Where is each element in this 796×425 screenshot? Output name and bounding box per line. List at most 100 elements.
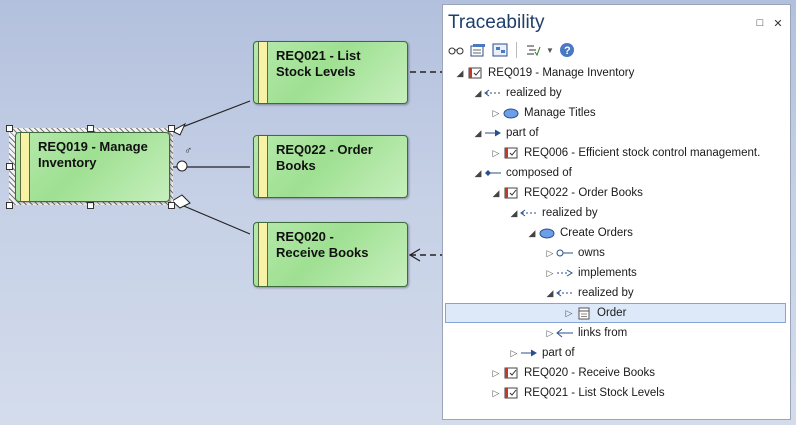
link-arrow-icon [556, 326, 574, 340]
expand-icon[interactable]: ▷ [492, 107, 500, 118]
collapse-icon[interactable]: ◢ [456, 67, 464, 78]
expand-icon[interactable]: ▷ [492, 147, 500, 158]
tree-row-label: realized by [506, 87, 562, 99]
traceability-panel: Traceability □ ✕ ▼ ? ◢ REQ019 - Manage In… [442, 4, 791, 420]
locate-icon[interactable] [491, 41, 509, 59]
tree-row[interactable]: ▷ Order [445, 303, 786, 323]
requirement-title: REQ020 - Receive Books [276, 229, 369, 260]
tree-row[interactable]: ▷ owns [445, 243, 786, 263]
help-icon[interactable]: ? [558, 41, 576, 59]
tree-row-label: Order [597, 307, 627, 319]
requirement-side-bar [258, 136, 268, 197]
owns-arrow-icon [556, 246, 574, 260]
tree-row-label: REQ022 - Order Books [524, 187, 643, 199]
tree-row[interactable]: ▷ REQ021 - List Stock Levels [445, 383, 786, 403]
composition-arrow-icon [484, 166, 502, 180]
tree-row[interactable]: ◢ Create Orders [445, 223, 786, 243]
expand-icon[interactable]: ▷ [546, 267, 554, 278]
panel-toolbar: ▼ ? [447, 39, 787, 61]
close-icon[interactable]: ✕ [773, 18, 783, 30]
expand-icon[interactable]: ▷ [546, 247, 554, 258]
connector-arrowhead [170, 122, 187, 136]
use-case-icon [538, 226, 556, 240]
resize-handle[interactable] [6, 163, 13, 170]
tree-row-label: owns [578, 247, 605, 259]
resize-handle[interactable] [168, 125, 175, 132]
tree-row[interactable]: ◢ realized by [445, 83, 786, 103]
tree-row-label: part of [542, 347, 575, 359]
requirement-icon [502, 146, 520, 160]
tree-row[interactable]: ◢ REQ022 - Order Books [445, 183, 786, 203]
tree-row[interactable]: ◢ part of [445, 123, 786, 143]
expand-icon[interactable]: ▷ [492, 387, 500, 398]
properties-icon[interactable] [469, 41, 487, 59]
resize-handle[interactable] [168, 202, 175, 209]
tree-row[interactable]: ◢ realized by [445, 203, 786, 223]
collapse-icon[interactable]: ◢ [510, 207, 518, 218]
dashed-arrowhead-icon [408, 248, 421, 262]
requirement-side-bar [258, 42, 268, 103]
expand-icon[interactable]: ▷ [510, 347, 518, 358]
connector-req019-req020 [171, 200, 251, 235]
tree-row-label: REQ021 - List Stock Levels [524, 387, 665, 399]
requirement-side-bar [258, 223, 268, 286]
tree-row[interactable]: ▷ links from [445, 323, 786, 343]
requirement-icon [502, 366, 520, 380]
requirement-req021[interactable]: REQ021 - List Stock Levels [253, 41, 408, 104]
implements-arrow-icon [556, 266, 574, 280]
realization-arrow-icon [484, 86, 502, 100]
requirement-req019[interactable]: REQ019 - Manage Inventory [15, 132, 170, 202]
tree-row[interactable]: ▷ implements [445, 263, 786, 283]
tree-row[interactable]: ▷ REQ020 - Receive Books [445, 363, 786, 383]
collapse-icon[interactable]: ◢ [528, 227, 536, 238]
expand-icon[interactable]: ▷ [492, 367, 500, 378]
collapse-icon[interactable]: ◢ [474, 87, 482, 98]
realization-arrow-icon [520, 206, 538, 220]
resize-handle[interactable] [87, 125, 94, 132]
requirement-icon [502, 386, 520, 400]
collapse-icon[interactable]: ◢ [474, 127, 482, 138]
use-case-icon [502, 106, 520, 120]
resize-handle[interactable] [87, 202, 94, 209]
view-options-icon[interactable] [447, 41, 465, 59]
tree-row-label: part of [506, 127, 539, 139]
tree-row-label: Create Orders [560, 227, 633, 239]
filter-icon[interactable] [524, 41, 542, 59]
tree-row-label: REQ019 - Manage Inventory [488, 67, 635, 79]
requirement-title: REQ022 - Order Books [276, 142, 373, 173]
composition-end-icon [176, 160, 188, 172]
tree-row-label: realized by [542, 207, 598, 219]
aggregation-diamond-icon [171, 194, 191, 209]
tree-row-label: Manage Titles [524, 107, 596, 119]
collapse-icon[interactable]: ◢ [474, 167, 482, 178]
expand-icon[interactable]: ▷ [546, 327, 554, 338]
tree-row[interactable]: ◢ realized by [445, 283, 786, 303]
requirement-req020[interactable]: REQ020 - Receive Books [253, 222, 408, 287]
collapse-icon[interactable]: ◢ [546, 287, 554, 298]
tree-row[interactable]: ▷ part of [445, 343, 786, 363]
tree-row[interactable]: ▷ Manage Titles [445, 103, 786, 123]
requirement-req022[interactable]: REQ022 - Order Books [253, 135, 408, 198]
resize-handle[interactable] [6, 202, 13, 209]
tree-row[interactable]: ◢ composed of [445, 163, 786, 183]
tree-row[interactable]: ◢ REQ019 - Manage Inventory [445, 63, 786, 83]
resize-handle[interactable] [6, 125, 13, 132]
tree-row-label: realized by [578, 287, 634, 299]
tree-row[interactable]: ▷ REQ006 - Efficient stock control manage… [445, 143, 786, 163]
tree-row-label: composed of [506, 167, 572, 179]
tree-row-label: REQ020 - Receive Books [524, 367, 656, 379]
tree-row-label: links from [578, 327, 628, 339]
collapse-icon[interactable]: ◢ [492, 187, 500, 198]
chevron-down-icon[interactable]: ▼ [546, 45, 554, 55]
realization-arrow-icon [556, 286, 574, 300]
tree-row-label: implements [578, 267, 637, 279]
aggregation-arrow-icon [484, 126, 502, 140]
panel-title: Traceability [448, 12, 545, 33]
expand-icon[interactable]: ▷ [565, 307, 573, 318]
restore-icon[interactable]: □ [756, 17, 764, 29]
tree-row-label: REQ006 - Efficient stock control managem… [524, 147, 761, 159]
connector-req019-req021 [171, 100, 251, 132]
requirement-icon [502, 186, 520, 200]
svg-text:?: ? [564, 45, 571, 57]
